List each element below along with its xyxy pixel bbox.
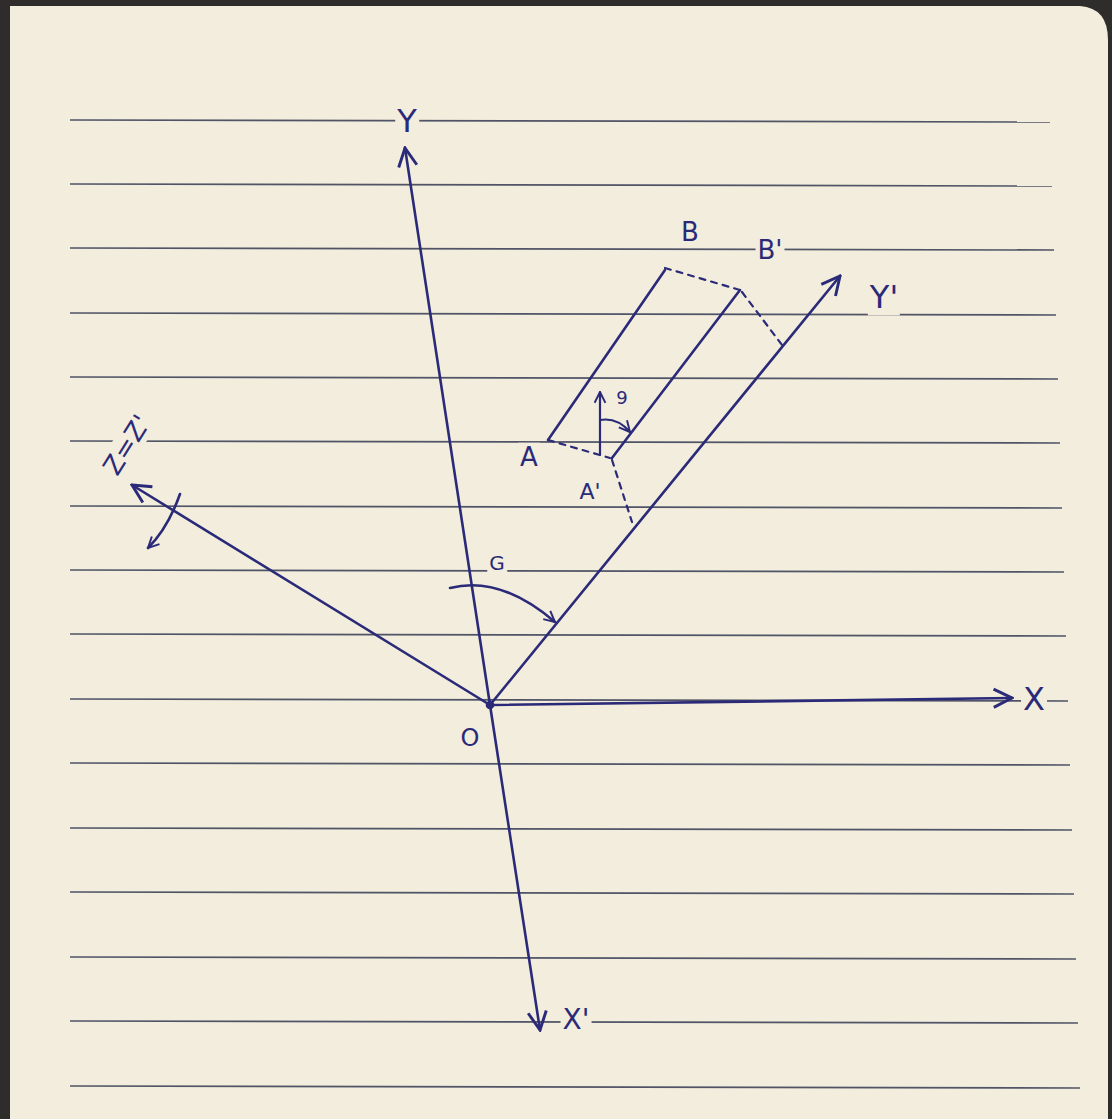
axis-label: G bbox=[487, 552, 507, 574]
axis-label: Y bbox=[395, 104, 419, 139]
origin-dot bbox=[487, 702, 493, 708]
axis-label: Y' bbox=[868, 280, 900, 315]
paper bbox=[10, 6, 1108, 1119]
x-axis bbox=[490, 698, 1012, 705]
axis-label: X' bbox=[561, 1005, 592, 1036]
axis-label: X bbox=[1021, 682, 1047, 717]
rotation-arrow bbox=[148, 494, 180, 548]
dashed-lines bbox=[548, 268, 782, 522]
angle-arc bbox=[450, 585, 555, 622]
axis-label: A bbox=[518, 443, 540, 472]
axis-label: 9 bbox=[614, 388, 629, 408]
axis-label: B bbox=[679, 218, 701, 247]
small-angle-arc bbox=[600, 420, 630, 433]
direction-arrow bbox=[599, 392, 601, 455]
axis-label: B' bbox=[756, 236, 785, 265]
segment-a-prime-b-prime bbox=[612, 290, 740, 458]
z-axis bbox=[132, 485, 490, 705]
axis-label: O bbox=[459, 725, 482, 751]
axis-label: A' bbox=[577, 480, 602, 504]
y-prime-axis bbox=[490, 276, 840, 705]
segment-ab bbox=[548, 270, 665, 440]
x-prime-axis bbox=[490, 705, 540, 1030]
ruled-lines bbox=[70, 120, 1080, 1088]
y-axis bbox=[405, 148, 490, 705]
